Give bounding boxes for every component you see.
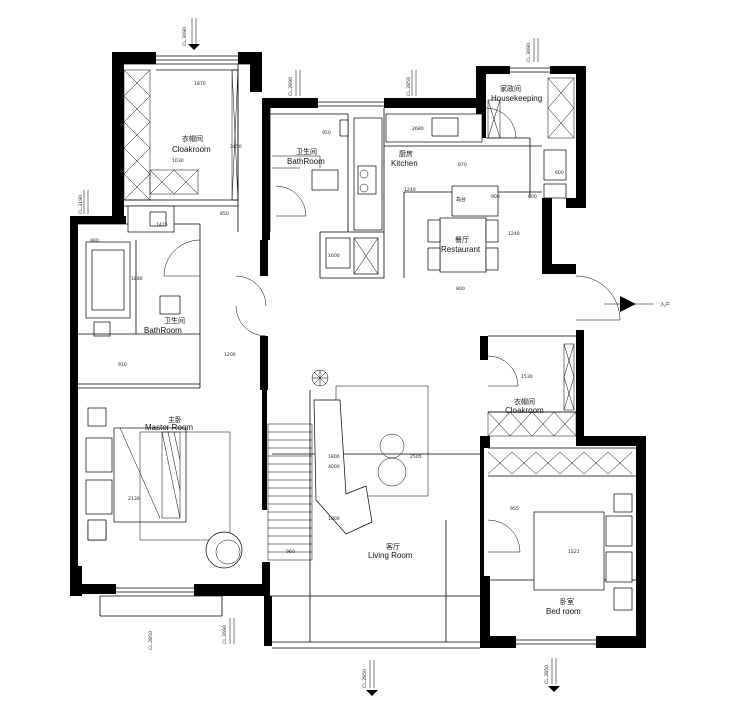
svg-text:3450: 3450 <box>230 144 242 150</box>
bathroom-upper-en: BathRoom <box>287 157 325 166</box>
svg-text:1600: 1600 <box>328 253 340 259</box>
svg-text:1530: 1530 <box>521 374 533 380</box>
bathroom-left-fixtures <box>78 205 200 337</box>
kitchen-en: Kitchen <box>391 159 418 168</box>
svg-text:1240: 1240 <box>508 231 520 237</box>
svg-text:800: 800 <box>456 286 465 292</box>
svg-text:955: 955 <box>510 506 519 512</box>
living-furniture <box>311 369 429 535</box>
cloakroom-top-cn: 衣帽间 <box>182 134 203 143</box>
svg-text:CL.3690: CL.3690 <box>526 43 532 62</box>
bathroom-upper-fixtures <box>272 119 349 191</box>
svg-text:1240: 1240 <box>404 187 416 193</box>
svg-text:960: 960 <box>286 549 295 555</box>
housekeeping-en: Housekeeping <box>491 94 542 103</box>
housekeeping-cn: 家政间 <box>500 84 521 93</box>
doors <box>163 107 621 553</box>
living-cn: 客厅 <box>386 542 400 551</box>
svg-text:CL.2850: CL.2850 <box>362 669 368 688</box>
svg-text:CL.2850: CL.2850 <box>406 77 412 96</box>
svg-text:1800: 1800 <box>328 454 340 460</box>
svg-text:1521: 1521 <box>568 549 580 555</box>
cloakroom-right-en: Cloakroom <box>505 406 544 415</box>
kitchen-fixtures <box>325 113 483 275</box>
walls <box>70 52 646 648</box>
svg-text:4000: 4000 <box>328 464 340 470</box>
svg-text:910: 910 <box>118 362 127 368</box>
room-labels: 衣帽间 Cloakroom 卫生间 BathRoom 厨房 Kitchen 家政… <box>144 84 670 616</box>
svg-text:2130: 2130 <box>128 496 140 502</box>
master-en: Master Room <box>145 423 193 432</box>
elevation-markers <box>83 18 560 696</box>
bathroom-upper-cn: 卫生间 <box>296 147 317 156</box>
island-cn: 岛台 <box>456 196 466 203</box>
dining-set <box>427 185 499 273</box>
living-en: Living Room <box>368 551 413 560</box>
svg-text:1415: 1415 <box>156 222 168 228</box>
svg-text:900: 900 <box>491 194 500 200</box>
svg-text:900: 900 <box>528 194 537 200</box>
wardrobe-bedroom <box>487 451 633 475</box>
bathroom-left-en: BathRoom <box>144 326 182 335</box>
svg-text:950: 950 <box>322 130 331 136</box>
staircase <box>267 423 313 561</box>
svg-text:2680: 2680 <box>412 126 424 132</box>
svg-text:CL.2850: CL.2850 <box>148 631 154 650</box>
svg-text:CL.3190: CL.3190 <box>78 195 84 214</box>
svg-text:CL.2690: CL.2690 <box>222 625 228 644</box>
wardrobe-right-cloak <box>487 343 577 437</box>
elevation-labels: CL.3690 CL.2890 CL.2850 CL.3690 CL.3190 … <box>78 27 550 688</box>
svg-text:1030: 1030 <box>172 158 184 164</box>
bedroom-cn: 卧室 <box>560 597 574 606</box>
svg-text:2505: 2505 <box>410 454 422 460</box>
svg-text:CL.2850: CL.2850 <box>544 665 550 684</box>
svg-text:600: 600 <box>555 170 564 176</box>
housekeeping-shelves <box>487 77 575 199</box>
bedroom-bed <box>87 493 633 611</box>
svg-text:880: 880 <box>90 238 99 244</box>
svg-text:850: 850 <box>220 211 229 217</box>
svg-text:CL.3690: CL.3690 <box>182 27 188 46</box>
master-cn: 主卧 <box>168 415 182 424</box>
svg-text:1000: 1000 <box>328 516 340 522</box>
restaurant-cn: 餐厅 <box>455 235 469 244</box>
plant-icon <box>311 369 329 387</box>
wardrobe-top-left <box>123 69 239 201</box>
entrance-label: 入户 <box>660 301 670 308</box>
kitchen-cn: 厨房 <box>399 149 413 158</box>
dimension-labels: 1870 1030 3450 850 1415 880 1880 910 120… <box>90 81 580 555</box>
bathroom-left-cn: 卫生间 <box>164 316 185 325</box>
svg-text:870: 870 <box>458 162 467 168</box>
entrance-arrow-icon <box>604 296 654 312</box>
cloakroom-right-cn: 衣帽间 <box>514 397 535 406</box>
svg-text:CL.2890: CL.2890 <box>288 77 294 96</box>
master-bed <box>85 407 243 569</box>
svg-text:1200: 1200 <box>224 352 236 358</box>
cloakroom-top-en: Cloakroom <box>172 145 211 154</box>
restaurant-en: Restaurant <box>441 245 481 254</box>
svg-text:1880: 1880 <box>131 276 143 282</box>
bedroom-en: Bed room <box>546 607 581 616</box>
svg-text:1870: 1870 <box>194 81 206 87</box>
